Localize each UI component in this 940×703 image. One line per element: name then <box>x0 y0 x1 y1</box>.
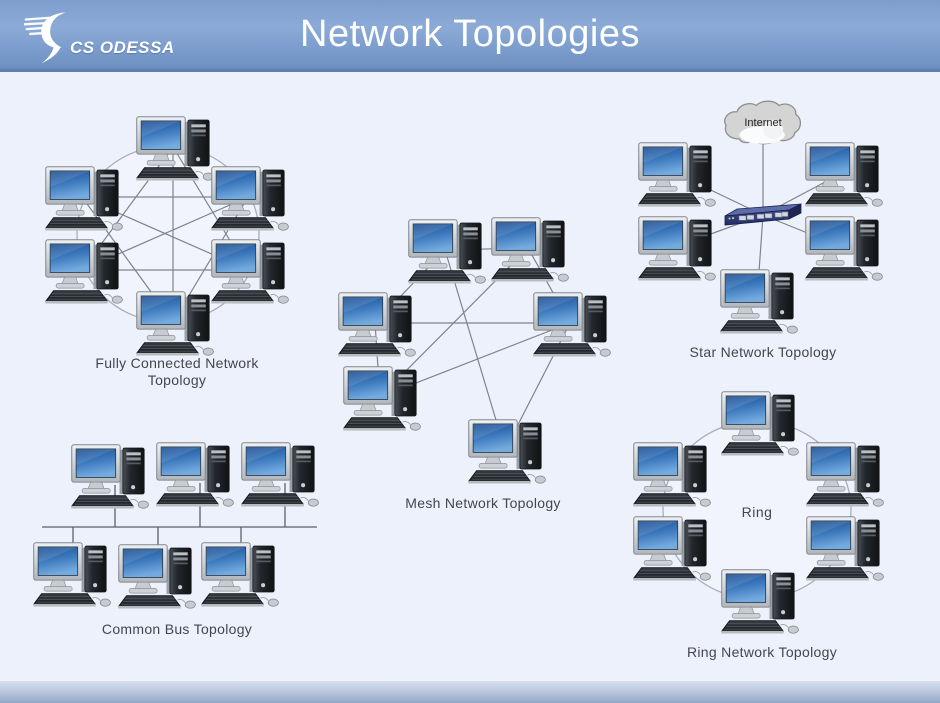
computer-icon <box>806 442 884 507</box>
computer-icon <box>638 216 716 281</box>
computer-icon <box>33 542 111 607</box>
computer-icon <box>201 542 279 607</box>
logo: CS ODESSA <box>24 4 175 66</box>
computer-icon <box>638 142 716 207</box>
computer-icon <box>211 239 289 304</box>
header-banner: CS ODESSA Network Topologies <box>0 0 940 72</box>
computer-icon <box>118 544 196 609</box>
computer-icon <box>720 269 798 334</box>
fully-connected-diagram <box>45 116 289 356</box>
page-title: Network Topologies <box>300 13 640 55</box>
mesh-diagram <box>338 217 611 484</box>
computer-icon <box>806 516 884 581</box>
drawing-canvas: Fully Connected Network Topology <box>0 72 940 680</box>
ring-center-label: Ring <box>742 504 773 520</box>
computer-icon <box>241 442 319 507</box>
computer-icon <box>491 217 569 282</box>
bus-diagram <box>33 442 319 609</box>
label-line: Topology <box>147 372 207 388</box>
internet-cloud-label: Internet <box>744 117 781 129</box>
star-label: Star Network Topology <box>689 344 837 360</box>
switch-icon <box>724 203 802 226</box>
switch-ports <box>738 211 789 221</box>
computer-icon <box>721 569 799 634</box>
footer-band <box>0 680 940 703</box>
ring-diagram: Ring <box>633 391 884 634</box>
bus-label: Common Bus Topology <box>101 621 253 637</box>
computer-icon <box>533 292 611 357</box>
computer-icon <box>343 366 421 431</box>
tornado-icon <box>24 12 66 64</box>
mesh-label: Mesh Network Topology <box>405 495 561 511</box>
computer-icon <box>805 142 883 207</box>
computer-icon <box>805 216 883 281</box>
computer-icon <box>156 442 234 507</box>
star-diagram: Internet <box>638 100 883 334</box>
computer-icon <box>408 219 486 284</box>
fully-connected-label: Fully Connected Network Topology <box>47 355 307 389</box>
computer-icon <box>211 166 289 231</box>
computer-icon <box>71 444 149 509</box>
computer-icon <box>468 419 546 484</box>
computer-icon <box>136 291 214 356</box>
label-line: Fully Connected Network <box>95 355 259 371</box>
ring-label: Ring Network Topology <box>686 644 837 660</box>
internet-cloud-icon <box>724 100 802 145</box>
computer-icon <box>338 292 416 357</box>
brand-text: CS ODESSA <box>70 38 175 57</box>
